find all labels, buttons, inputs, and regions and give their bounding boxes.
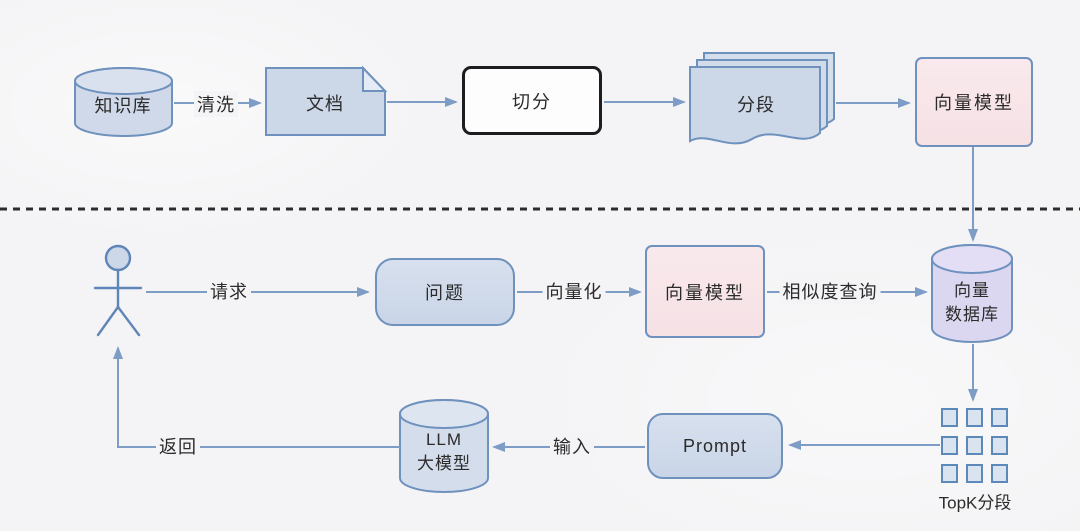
topk-label: TopK分段 xyxy=(938,493,1012,513)
llm-label-line1: LLM xyxy=(425,430,463,449)
topk-chunk-square xyxy=(991,464,1008,483)
question-node: 问题 xyxy=(375,258,515,326)
vector-model-node-top: 向量模型 xyxy=(915,57,1033,147)
topk-chunks-grid xyxy=(941,408,1009,484)
topk-chunk-square xyxy=(966,436,983,455)
knowledge-base-label: 知识库 xyxy=(94,96,152,116)
llm-label: LLM 大模型 xyxy=(417,428,471,476)
prompt-node: Prompt xyxy=(647,413,783,479)
edge-label-vectorize: 向量化 xyxy=(542,278,606,304)
document-shape xyxy=(265,65,388,136)
topk-chunk-square xyxy=(966,464,983,483)
topk-chunk-square xyxy=(966,408,983,427)
edge-label-similarity-query: 相似度查询 xyxy=(779,278,881,304)
vector-db-label: 向量 数据库 xyxy=(945,279,999,327)
llm-cylinder xyxy=(399,399,489,493)
topk-chunk-square xyxy=(991,436,1008,455)
knowledge-base-cylinder xyxy=(74,67,173,137)
edge-label-request: 请求 xyxy=(207,278,251,304)
topk-chunk-square xyxy=(991,408,1008,427)
split-node: 切分 xyxy=(462,66,602,135)
vector-db-label-line1: 向量 xyxy=(954,281,990,300)
document-label: 文档 xyxy=(306,94,344,114)
vector-db-label-line2: 数据库 xyxy=(945,305,999,324)
segments-label: 分段 xyxy=(737,95,775,115)
arrow-llm-return-to-user xyxy=(113,346,400,448)
edge-label-clean: 清洗 xyxy=(194,91,238,117)
topk-chunk-square xyxy=(941,408,958,427)
llm-label-line2: 大模型 xyxy=(417,454,471,473)
topk-chunk-square xyxy=(941,464,958,483)
vector-model-node-bottom: 向量模型 xyxy=(645,245,765,338)
edge-label-return: 返回 xyxy=(156,433,200,459)
topk-chunk-square xyxy=(941,436,958,455)
vector-db-cylinder xyxy=(931,244,1013,343)
edge-label-input: 输入 xyxy=(550,433,594,459)
segments-stack-shape xyxy=(689,52,835,145)
user-stick-figure xyxy=(93,244,143,337)
